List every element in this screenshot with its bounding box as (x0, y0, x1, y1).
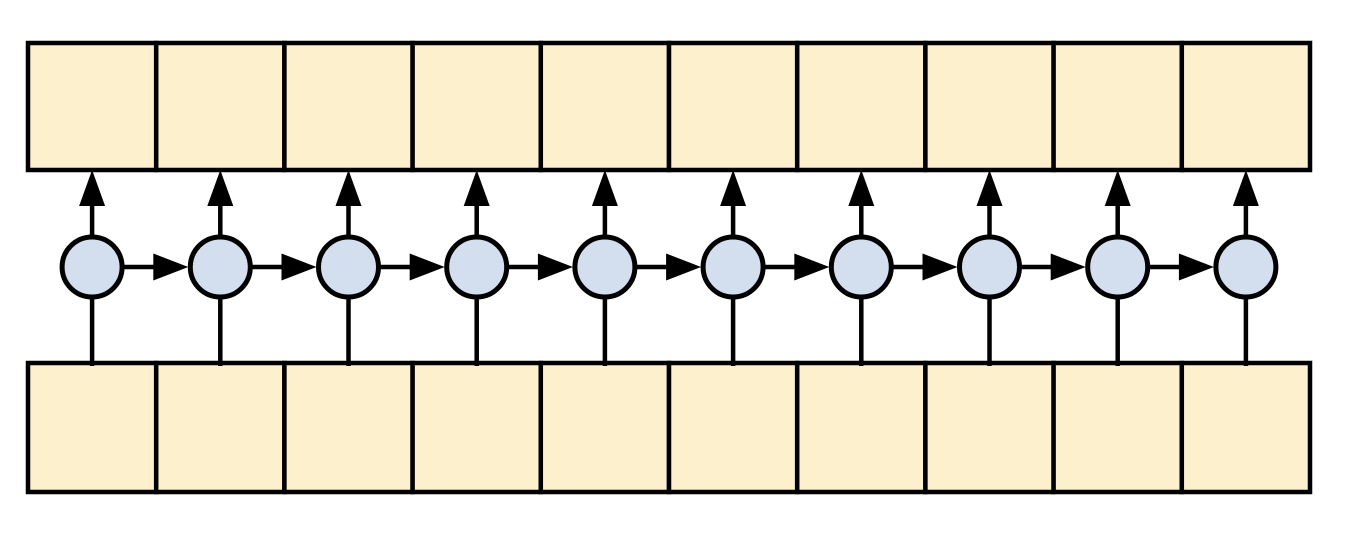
right-arrowhead (153, 253, 189, 281)
right-arrowhead (537, 253, 573, 281)
bottom-cell (538, 360, 672, 495)
up-arrowhead (976, 170, 1003, 206)
right-arrowhead (1050, 253, 1086, 281)
hidden-node (1085, 234, 1151, 300)
top-cell (538, 40, 672, 173)
hidden-node (828, 234, 894, 300)
up-arrowhead (720, 170, 747, 206)
up-arrowhead (1104, 170, 1131, 206)
bottom-cell (410, 360, 544, 495)
top-cell (1051, 40, 1185, 173)
hidden-node (187, 234, 253, 300)
hidden-node (59, 234, 125, 300)
right-arrowhead (1178, 253, 1214, 281)
hidden-node (1213, 234, 1279, 300)
top-cell (153, 40, 287, 173)
bottom-cell (923, 360, 1056, 495)
up-arrowhead (591, 170, 618, 206)
top-cell (282, 40, 415, 173)
top-cell (1179, 40, 1313, 173)
up-arrowhead (207, 170, 234, 206)
right-arrowhead (281, 253, 317, 281)
bottom-cell (282, 360, 415, 495)
hidden-node (572, 234, 638, 300)
hidden-node (700, 234, 766, 300)
right-arrowhead (666, 253, 702, 281)
up-arrowhead (335, 170, 362, 206)
top-cell (666, 40, 800, 173)
right-arrowhead (922, 253, 958, 281)
bottom-cell (1179, 360, 1313, 495)
top-cell (410, 40, 544, 173)
hidden-node (957, 234, 1022, 300)
right-arrowhead (794, 253, 830, 281)
top-cell (923, 40, 1056, 173)
up-arrowhead (1232, 170, 1259, 206)
up-arrowhead (848, 170, 875, 206)
bottom-cell (794, 360, 928, 495)
hidden-node (316, 234, 381, 300)
bottom-cell (25, 360, 159, 495)
hidden-node (444, 234, 510, 300)
bottom-cell (153, 360, 287, 495)
up-arrowhead (463, 170, 490, 206)
bottom-cell (1051, 360, 1185, 495)
right-arrowhead (409, 253, 445, 281)
top-cell (25, 40, 159, 173)
up-arrowhead (79, 170, 106, 206)
bottom-cell (666, 360, 800, 495)
top-cell (794, 40, 928, 173)
